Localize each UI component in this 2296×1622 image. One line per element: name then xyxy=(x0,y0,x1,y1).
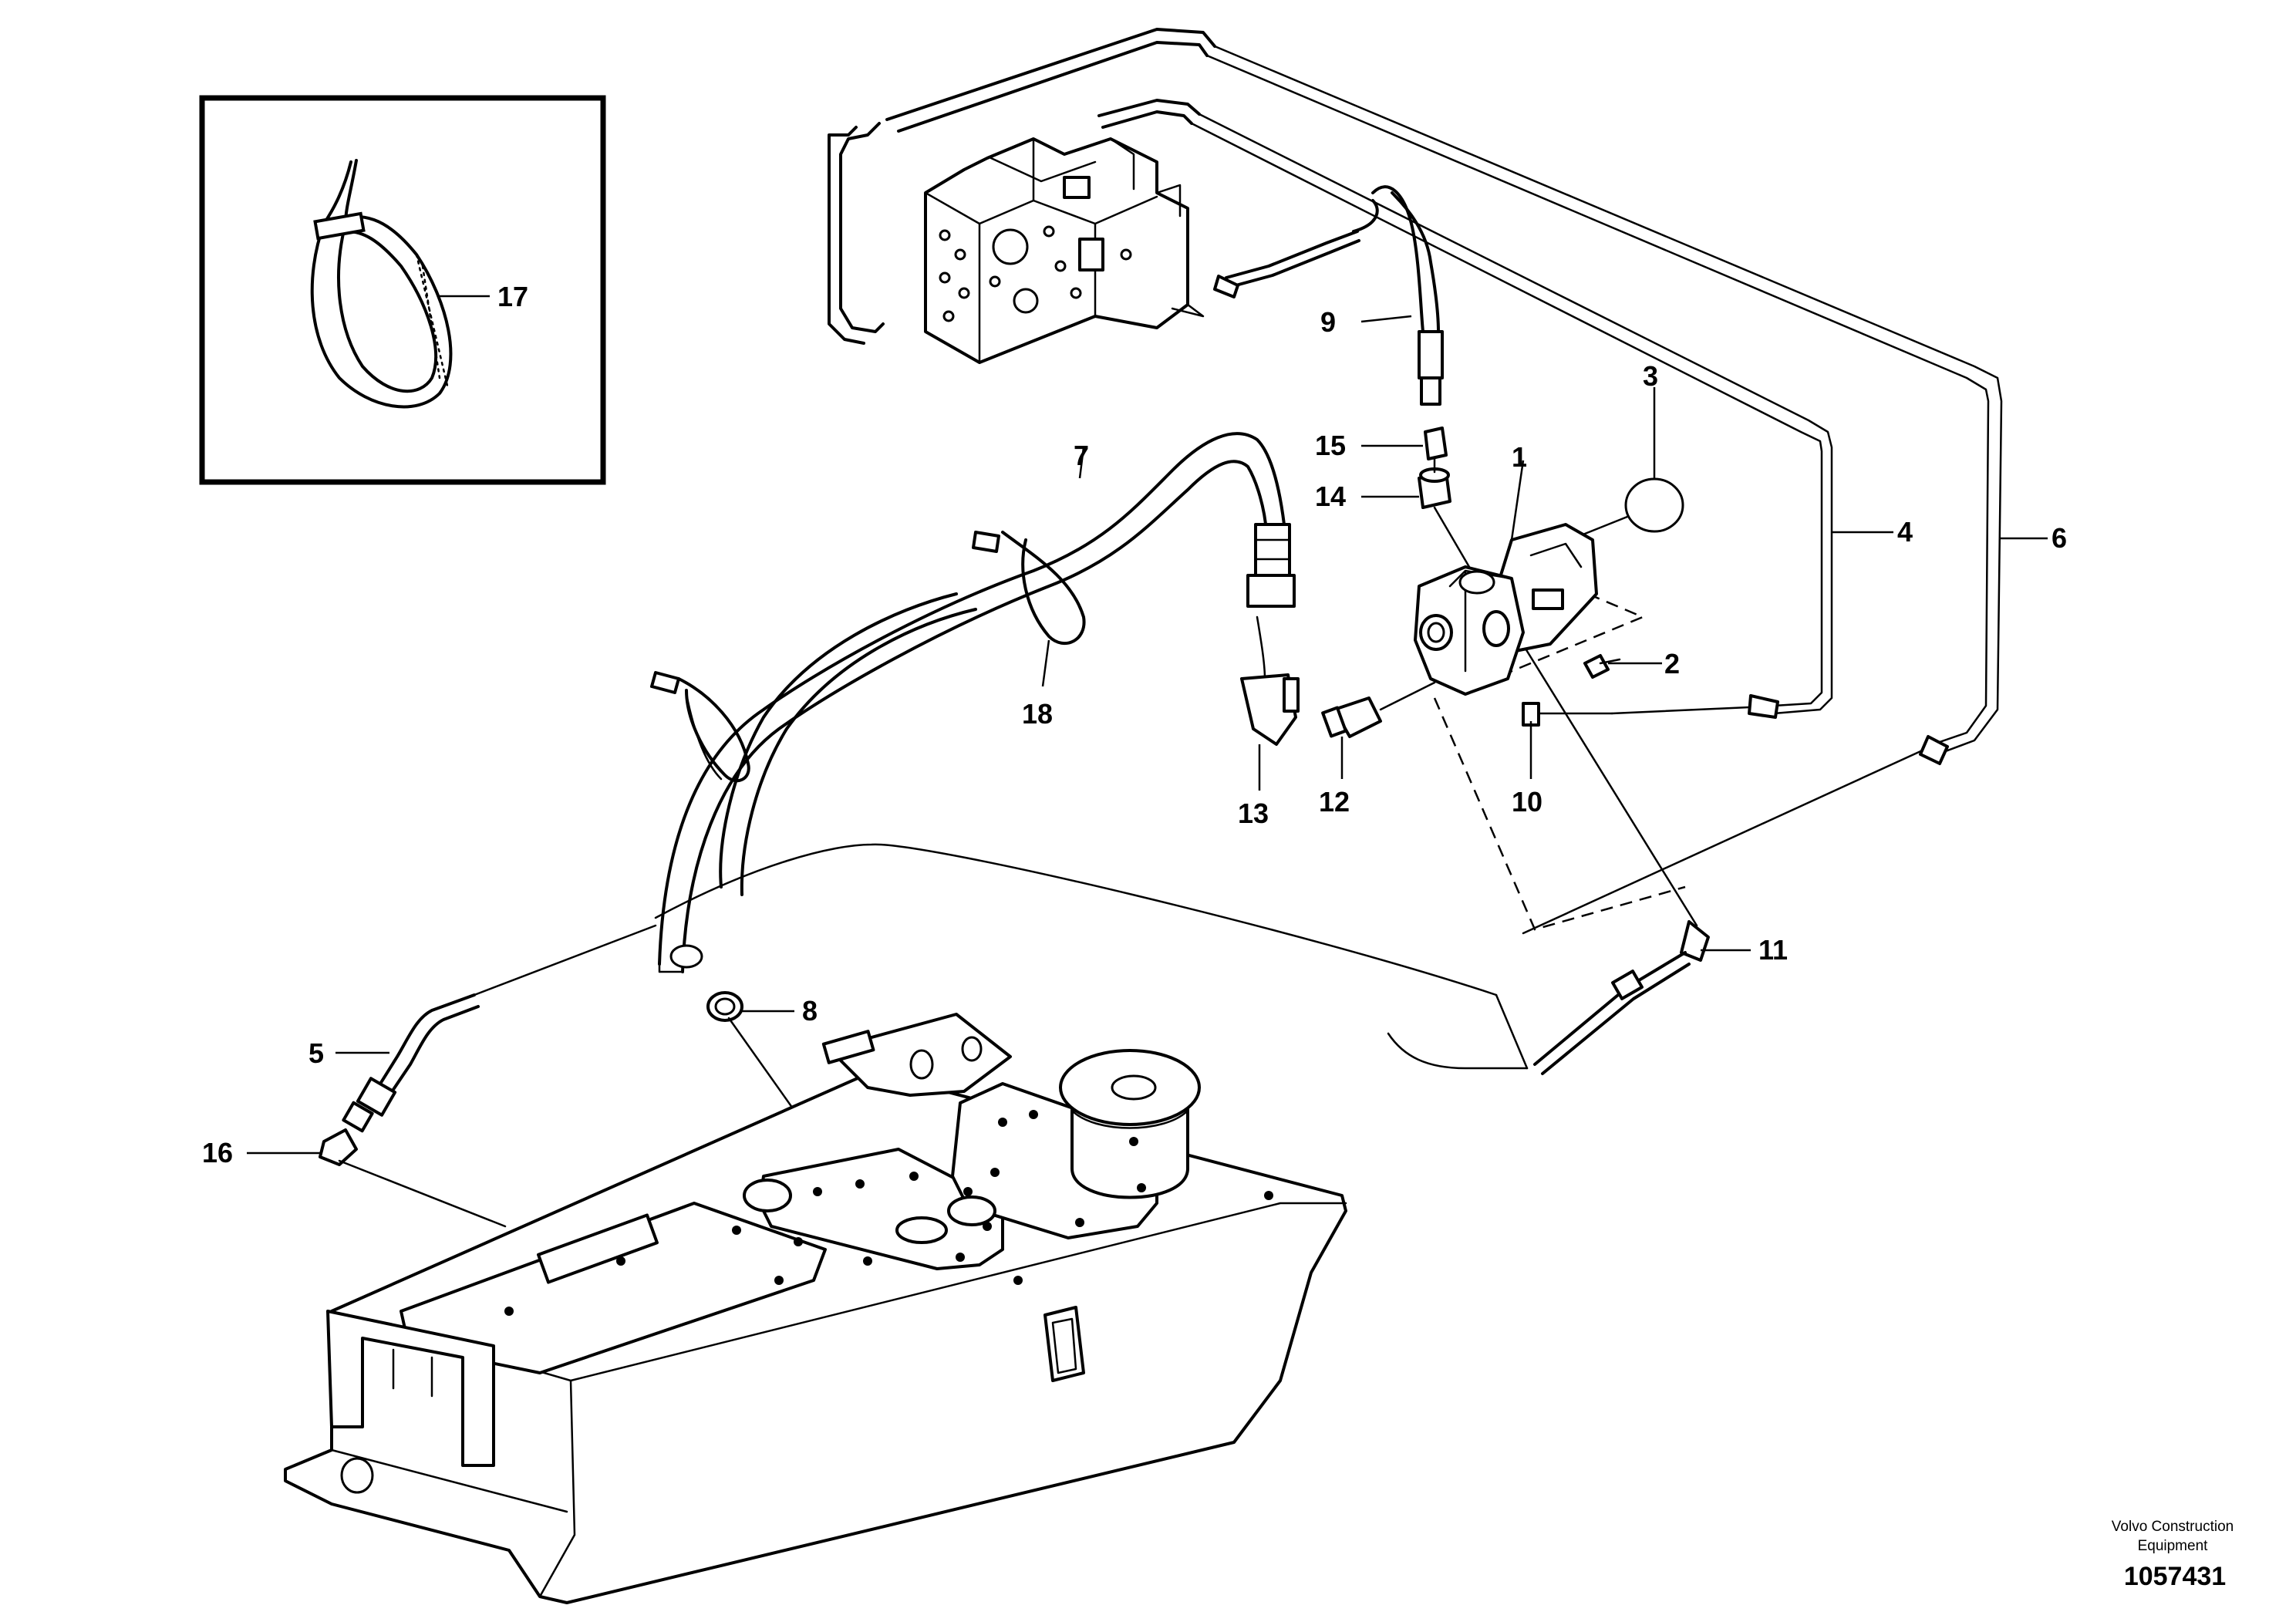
callout-15: 15 xyxy=(1315,430,1346,461)
callout-1: 1 xyxy=(1512,441,1527,473)
hoses-and-pipes xyxy=(319,28,2003,1228)
callout-13: 13 xyxy=(1238,798,1269,829)
callout-5: 5 xyxy=(308,1037,324,1069)
credit-line-1: Volvo Construction xyxy=(2112,1519,2234,1535)
footer: Volvo Construction Equipment 1057431 xyxy=(2112,1519,2234,1591)
callout-4: 4 xyxy=(1897,516,1913,548)
callout-16: 16 xyxy=(202,1137,233,1168)
callout-17: 17 xyxy=(497,281,528,312)
credit-line-2: Equipment xyxy=(2138,1538,2209,1554)
callout-12: 12 xyxy=(1319,786,1350,818)
hydraulic-tank xyxy=(284,1013,1347,1604)
document-number: 1057431 xyxy=(2124,1562,2226,1591)
callout-14: 14 xyxy=(1315,481,1346,512)
callout-7: 7 xyxy=(1074,440,1089,471)
callout-18: 18 xyxy=(1022,698,1053,730)
callouts: 1 2 3 4 5 6 7 8 9 10 11 12 13 14 15 16 1… xyxy=(202,281,2067,1168)
callout-2: 2 xyxy=(1664,648,1680,679)
control-valve-block xyxy=(924,137,1205,364)
gear-motor xyxy=(1414,427,1598,696)
callout-11: 11 xyxy=(1758,934,1788,966)
callout-10: 10 xyxy=(1512,786,1542,818)
leader-lines xyxy=(247,315,2048,1155)
cable-tie-inset xyxy=(199,95,606,485)
callout-8: 8 xyxy=(802,995,818,1027)
callout-6: 6 xyxy=(2052,522,2067,554)
callout-3: 3 xyxy=(1643,360,1658,392)
callout-9: 9 xyxy=(1320,306,1336,338)
